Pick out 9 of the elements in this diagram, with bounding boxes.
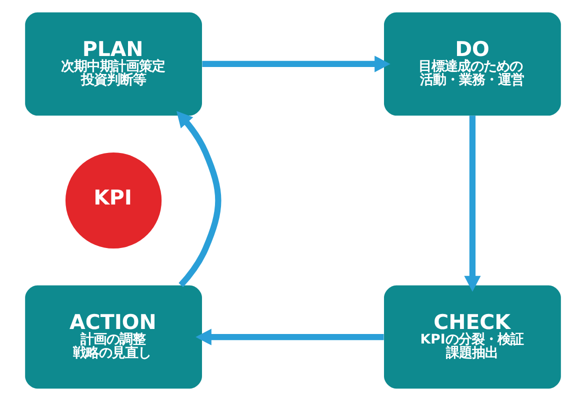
- node-circle: KPI: [65, 152, 162, 249]
- node-box: DO 目標達成のための 活動・業務・運営: [384, 12, 561, 116]
- node-box: PLAN 次期中期計画策定 投資判断等: [25, 12, 202, 116]
- node-box: CHECK KPIの分裂・検証 課題抽出: [384, 285, 561, 389]
- node-box: ACTION 計画の調整 戦略の見直し: [25, 285, 202, 389]
- arrow: [176, 110, 222, 288]
- arrow: [464, 116, 481, 292]
- arrow: [202, 56, 390, 72]
- arrow: [196, 328, 384, 346]
